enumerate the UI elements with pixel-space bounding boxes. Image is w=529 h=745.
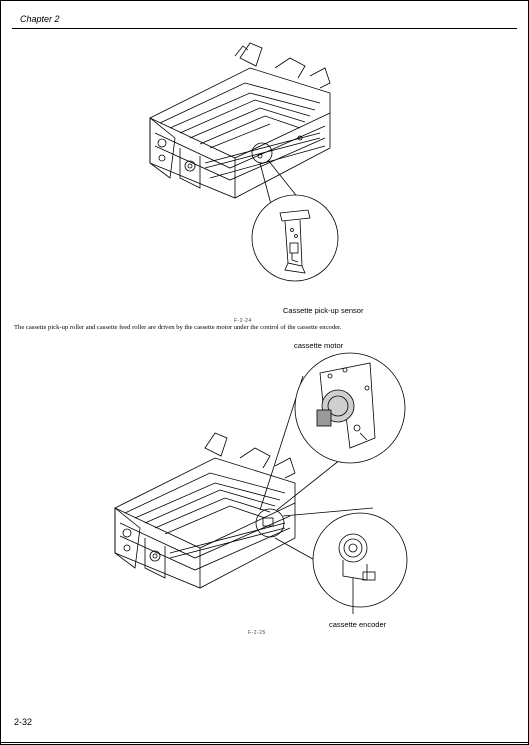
figure-2-number: F-2-25 [248,630,266,636]
cassette-encoder-label: cassette encoder [329,620,387,629]
figure-2-illustration [114,352,408,614]
chapter-header: Chapter 2 [20,14,60,24]
footer-rule [0,742,529,743]
figure-1-illustration [149,42,339,282]
header-rule [12,28,517,29]
figure-1-number: F-2-24 [234,318,252,324]
cassette-motor-label: cassette motor [294,341,344,350]
cassette-pickup-sensor-label: Cassette pick-up sensor [283,306,364,315]
page-number: 2-32 [14,717,33,727]
body-paragraph: The cassette pick-up roller and cassette… [14,324,342,331]
